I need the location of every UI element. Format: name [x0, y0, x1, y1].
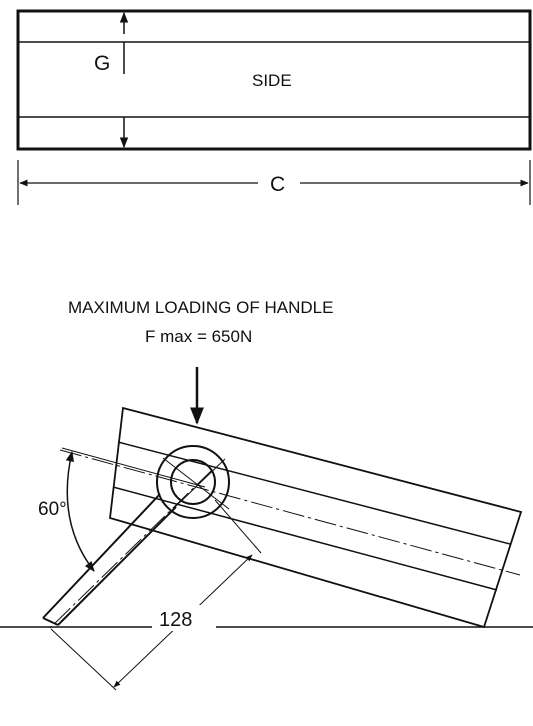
angle-label: 60°: [38, 499, 67, 520]
dimension-g-label: G: [94, 52, 110, 75]
length-extension-line: [214, 499, 262, 554]
pivot-ring-inner: [170, 459, 216, 505]
load-title: MAXIMUM LOADING OF HANDLE: [68, 298, 333, 317]
length-extension-line-2: [50, 628, 117, 691]
pivot-cross-b: [174, 458, 226, 508]
handle-centerline: [49, 469, 213, 629]
top-view: G SIDE C: [16, 9, 532, 205]
side-panel-outline: [16, 9, 532, 151]
length-label-background: [152, 605, 216, 631]
handle-arm-edge-a: [42, 493, 161, 619]
length-label: 128: [159, 609, 192, 631]
tilted-box-upper-line: [117, 441, 511, 545]
tilted-box-outline: [109, 406, 523, 629]
handle-arm-end: [42, 617, 59, 626]
box-centerline: [59, 449, 521, 576]
pivot-ring-outer: [156, 445, 230, 519]
dimension-c-label: C: [270, 173, 285, 196]
side-label: SIDE: [252, 71, 292, 90]
handle-view: MAXIMUM LOADING OF HANDLE F max = 650N 6…: [0, 298, 533, 691]
angle-reference-line: [61, 447, 206, 488]
pivot-cross-a: [162, 457, 230, 510]
load-value: F max = 650N: [145, 327, 252, 346]
angle-arc: [65, 450, 95, 572]
